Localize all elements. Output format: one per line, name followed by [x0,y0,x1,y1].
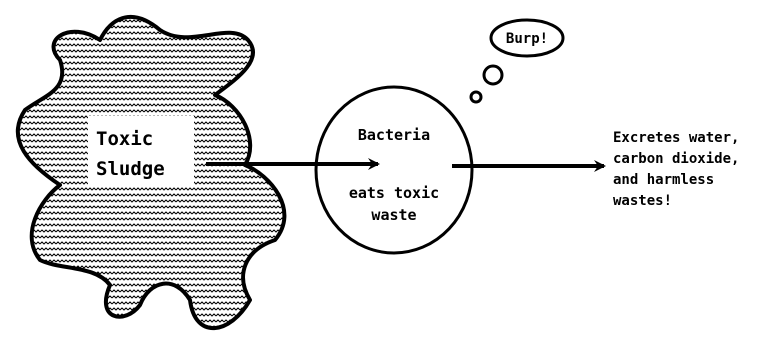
output-line1: Excretes water, [613,130,739,146]
sludge-label-line2: Sludge [96,158,165,180]
bacteria-title: Bacteria [358,126,430,144]
thought-bubble-medium [484,66,502,84]
sludge-label-line1: Toxic [96,128,153,150]
output-line2: carbon dioxide, [613,151,739,167]
bacteria-desc-line2: waste [371,206,416,224]
output-line4: wastes! [613,193,672,209]
thought-bubble-small [471,92,481,102]
bacteria-desc-line1: eats toxic [349,184,439,202]
output-line3: and harmless [613,172,714,188]
bacteria-cell [316,87,472,253]
thought-text: Burp! [506,31,548,47]
